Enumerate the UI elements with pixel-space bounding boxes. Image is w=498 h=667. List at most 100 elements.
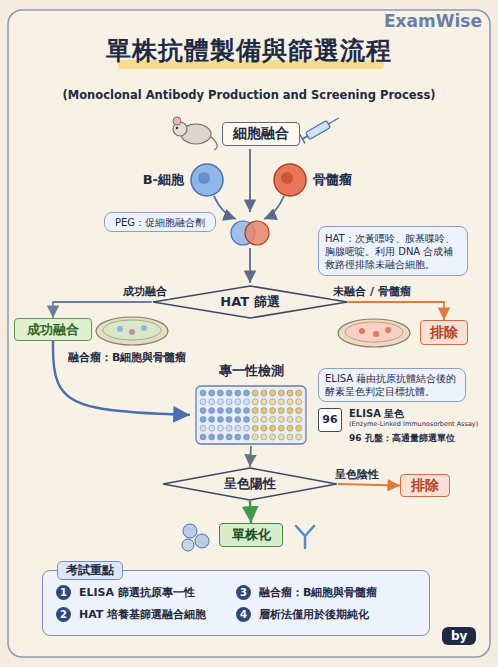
node-text: 呈色陽性 [224,475,276,493]
plate-well [287,408,293,414]
node-text: B-細胞 [143,171,184,189]
cell-node: 骨髓瘤 [272,161,372,199]
plate-well [217,425,223,431]
plate-well [235,408,241,414]
decision-diamond: HAT 篩選 [152,285,348,319]
plate-well [287,390,293,396]
cell-body [191,164,223,196]
plate-well [270,434,276,440]
result-box: 單株化 [219,523,283,547]
note-callout: PEG：促細胞融合劑 [104,212,216,232]
plate-well [209,425,215,431]
cell-body [274,164,306,196]
rect-part [306,121,331,140]
plate-well [296,425,302,431]
plate-well [217,390,223,396]
key-point-text: ELISA 篩選抗原專一性 [79,585,195,601]
flow-connector [53,341,190,415]
plate-well [270,416,276,422]
box-heading: 考試重點 [57,561,123,580]
diagram-title: 單株抗體製備與篩選流程 [0,34,498,67]
line-part [300,135,305,144]
node-text: HAT：次黃嘌呤、胺基喋呤、胸腺嘧啶。利用 DNA 合成補救路徑排除未融合細胞。 [325,232,461,271]
plate-well [217,408,223,414]
circle-part [245,221,269,245]
note-callout: ELISA 藉由抗原抗體結合後的酵素呈色判定目標抗體。 [318,368,466,402]
discard-dish [338,319,410,347]
note-label: ELISA 呈色 [349,407,404,421]
icon-label: 96 [318,408,342,432]
plate-well [226,408,232,414]
plate-well [217,416,223,422]
diamond-shape [163,468,337,500]
plate-well [226,399,232,405]
note-label: 融合瘤：B細胞與骨髓瘤 [68,350,186,365]
plate-well [235,390,241,396]
plate-well [209,399,215,405]
flow-connector [348,302,444,320]
plate-well [287,416,293,422]
plate-well [200,425,206,431]
to-selection-arrow [249,248,251,283]
plate-well [296,399,302,405]
plate-well [278,390,284,396]
line-part [328,118,338,124]
note-label: (Enzyme-Linked Immunosorbent Assay) [349,420,478,428]
ellipse-part [345,322,403,342]
plate-well [252,408,258,414]
plate-well [244,399,250,405]
plate-well [244,434,250,440]
plate-well [270,390,276,396]
circle-part [141,325,147,331]
flow-connector [53,302,152,318]
fusion-arrow [249,149,251,212]
path-part [296,526,314,548]
key-point-text: HAT 培養基篩選融合細胞 [79,607,206,623]
plate-well [200,390,206,396]
circle-part [173,117,181,125]
plate-well [244,408,250,414]
plate-well [226,425,232,431]
plate-well [261,390,267,396]
circle-part [359,328,365,334]
circle-part [195,534,209,548]
plate-well [235,425,241,431]
process-box: 細胞融合 [222,122,300,146]
plate-well [261,399,267,405]
plate-well [261,416,267,422]
node-text: 骨髓瘤 [313,171,352,189]
plate-well [296,408,302,414]
plate-well [270,425,276,431]
key-points-box: 考試重點ELISA 篩選抗原專一性HAT 培養基篩選融合細胞融合瘤：B細胞與骨髓… [42,570,430,636]
plate-well [226,416,232,422]
brand-label: ExamWise [384,11,482,31]
plate-well [200,434,206,440]
decision-diamond: 呈色陽性 [162,467,338,501]
plate-well [252,434,258,440]
path-part [210,136,217,150]
edge-label: 未融合 / 骨髓瘤 [331,284,413,299]
cell-nucleus [281,172,293,184]
clone-cells [182,524,209,551]
edge-label: 成功融合 [121,284,169,299]
fused-cell [231,221,269,245]
plate-well [226,390,232,396]
plate-well [261,408,267,414]
plate-well [278,434,284,440]
plate-well [252,399,258,405]
plate-well [244,390,250,396]
plate-well [235,434,241,440]
plate-well [200,408,206,414]
circle-part [183,524,197,538]
note-callout: HAT：次黃嘌呤、胺基喋呤、胸腺嘧啶。利用 DNA 合成補救路徑排除未融合細胞。 [318,226,468,276]
node-text: 排除 [430,324,458,342]
plate-well [235,399,241,405]
well-plate [196,386,306,444]
plate-well [261,425,267,431]
antibody-icon [296,526,314,548]
flow-connector [250,446,251,467]
cell-nucleus [198,172,210,184]
plate-well [278,425,284,431]
callout-number: 3 [236,585,251,600]
